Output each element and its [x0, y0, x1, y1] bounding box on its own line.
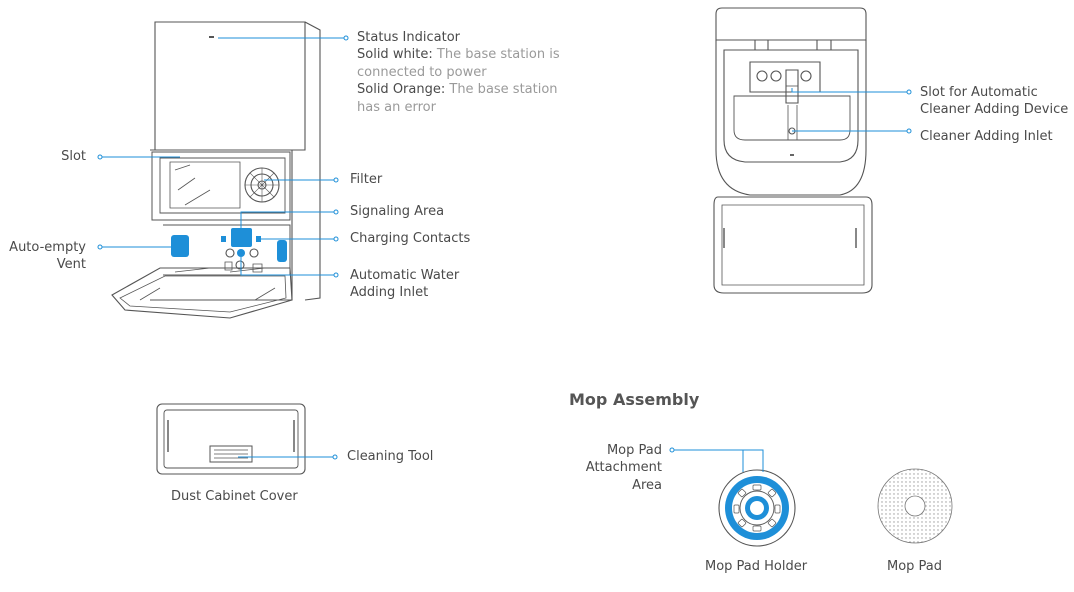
base-station-highlights [171, 228, 287, 262]
mop-pad-holder-caption: Mop Pad Holder [705, 559, 808, 574]
solid-white-text-1: The base station is [436, 47, 560, 62]
base-station-leaders [97, 35, 349, 278]
mop-pad-attach-label-1: Mop Pad [606, 443, 662, 458]
solid-orange-desc: Solid Orange: The base station [357, 81, 558, 99]
solid-white-key: Solid white: [357, 47, 433, 62]
charging-contacts-label: Charging Contacts [350, 231, 471, 246]
base-station-front [111, 21, 321, 319]
filter-label: Filter [350, 172, 383, 187]
signaling-area-label: Signaling Area [350, 204, 445, 219]
mop-pad-attach-label-2: Attachment [585, 460, 662, 475]
mop-pad-attach-label-3: Area [632, 478, 662, 493]
dust-cabinet-cover-drawing [156, 403, 306, 475]
slot-label: Slot [61, 149, 86, 164]
solid-white-desc: Solid white: The base station is [357, 46, 560, 64]
solid-orange-text-1: The base station [449, 82, 558, 97]
slot-auto-cleaner-label-1: Slot for Automatic [920, 85, 1038, 100]
cleaning-tool-label: Cleaning Tool [347, 449, 434, 464]
top-open-leaders [791, 88, 912, 134]
water-inlet-label-2: Adding Inlet [350, 285, 429, 300]
cleaner-adding-inlet-label: Cleaner Adding Inlet [920, 129, 1053, 144]
mop-pad-caption: Mop Pad [887, 559, 943, 574]
water-inlet-label-1: Automatic Water [350, 268, 460, 283]
auto-empty-vent-label-1: Auto-empty [9, 240, 86, 255]
mop-assembly-heading: Mop Assembly [569, 390, 700, 409]
mop-pad-holder-drawing [718, 469, 796, 547]
dust-cabinet-cover-caption: Dust Cabinet Cover [171, 489, 298, 504]
status-indicator-label: Status Indicator [357, 30, 461, 45]
auto-empty-vent-label-2: Vent [56, 257, 86, 272]
cover-leaders [238, 454, 338, 460]
mop-holder-leaders [669, 447, 764, 472]
solid-white-text-2: connected to power [357, 65, 487, 80]
solid-orange-key: Solid Orange: [357, 82, 446, 97]
slot-auto-cleaner-label-2: Cleaner Adding Device [920, 102, 1069, 117]
mop-pad-drawing [877, 468, 953, 544]
base-station-top-open [713, 7, 873, 294]
solid-orange-text-2: has an error [357, 100, 436, 115]
